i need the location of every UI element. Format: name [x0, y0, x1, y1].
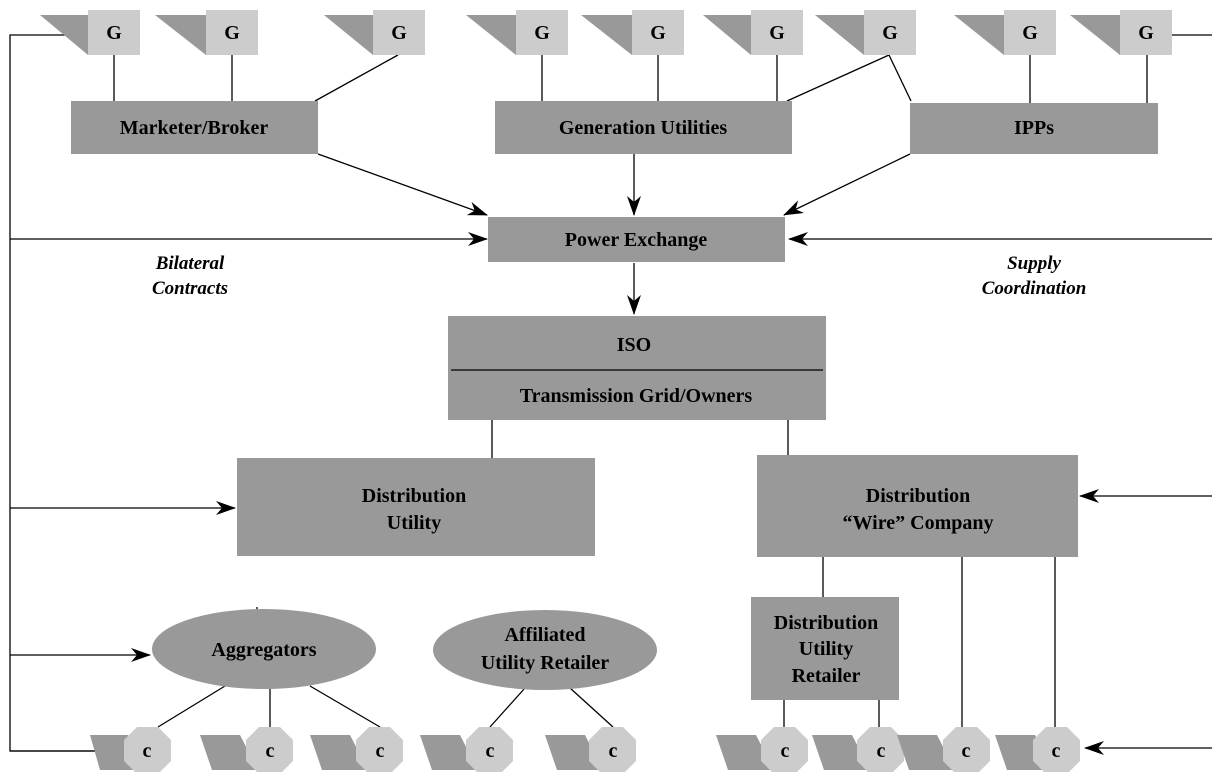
customer: c	[545, 727, 636, 772]
customer: c	[812, 727, 904, 772]
customer: c	[995, 727, 1080, 772]
generator-label: G	[224, 22, 240, 44]
generator: G	[40, 10, 140, 55]
distribution-utility-retailer-box: Distribution Utility Retailer	[751, 597, 899, 700]
ipps-box: IPPs	[910, 103, 1158, 154]
customer-label: c	[609, 740, 618, 762]
boxes: Marketer/Broker Generation Utilities IPP…	[71, 101, 1158, 700]
affiliated-to-customer5-line	[569, 687, 614, 728]
marketer-broker-box: Marketer/Broker	[71, 101, 318, 154]
customer: c	[420, 727, 513, 772]
connector-lines	[9, 34, 1212, 752]
generator-label: G	[882, 22, 898, 44]
affiliated-label-1: Affiliated	[504, 624, 585, 646]
gen3-to-marketer-line	[314, 54, 399, 102]
marketer-broker-label: Marketer/Broker	[120, 117, 269, 139]
distribution-utility-label-2: Utility	[387, 512, 441, 534]
ipps-label: IPPs	[1014, 117, 1054, 139]
generator-label: G	[1138, 22, 1154, 44]
retailer-label-1: Distribution	[774, 612, 878, 634]
gen7-to-ipps-line	[888, 54, 912, 102]
generation-utilities-label: Generation Utilities	[559, 117, 728, 139]
aggregators-to-customer3-line	[309, 685, 381, 728]
affiliated-to-customer4-line	[489, 687, 526, 728]
distribution-utility-label-1: Distribution	[362, 485, 466, 507]
ipps-to-exchange-arrow	[783, 153, 911, 216]
iso-label: ISO	[617, 334, 651, 356]
customer-label: c	[781, 740, 790, 762]
wire-company-box: Distribution “Wire” Company	[757, 455, 1078, 557]
aggregators-to-customer1-line	[157, 685, 226, 728]
customer-label: c	[143, 740, 152, 762]
customer: c	[200, 727, 293, 772]
supply-label-2: Coordination	[982, 278, 1087, 299]
supply-label-1: Supply	[1007, 253, 1061, 274]
transmission-label: Transmission Grid/Owners	[520, 385, 753, 407]
customer: c	[310, 727, 403, 772]
marketer-to-exchange-arrow	[317, 153, 488, 216]
customer-label: c	[877, 740, 886, 762]
wire-company-label-2: “Wire” Company	[843, 512, 994, 534]
generator-label: G	[534, 22, 550, 44]
generator: G	[1070, 10, 1172, 55]
ovals: Aggregators Affiliated Utility Retailer	[152, 609, 657, 690]
aggregators-label: Aggregators	[211, 639, 316, 661]
power-exchange-box: Power Exchange	[488, 217, 785, 262]
customers: c c c c c c c	[90, 727, 1080, 772]
annotations: Bilateral Contracts Supply Coordination	[152, 253, 1086, 299]
generator: G	[324, 10, 425, 55]
gen7-to-generation-line	[786, 54, 890, 102]
generator-label: G	[391, 22, 407, 44]
generator: G	[466, 10, 568, 55]
generator-label: G	[1022, 22, 1038, 44]
customer: c	[897, 727, 990, 772]
retailer-label-3: Retailer	[792, 665, 861, 687]
generator: G	[581, 10, 684, 55]
generator: G	[703, 10, 803, 55]
affiliated-label-2: Utility Retailer	[481, 652, 609, 674]
power-exchange-label: Power Exchange	[565, 229, 708, 251]
generator: G	[155, 10, 258, 55]
arrows	[10, 153, 1212, 758]
customer-label: c	[1052, 740, 1061, 762]
generators: G G G G G G G	[40, 10, 1172, 55]
aggregators-oval: Aggregators	[152, 609, 376, 689]
customer-label: c	[486, 740, 495, 762]
customer-label: c	[962, 740, 971, 762]
generation-utilities-box: Generation Utilities	[495, 101, 792, 154]
bilateral-label-2: Contracts	[152, 278, 228, 299]
customer-label: c	[376, 740, 385, 762]
generator: G	[815, 10, 916, 55]
customer: c	[90, 727, 171, 772]
affiliated-retailer-oval: Affiliated Utility Retailer	[433, 610, 657, 690]
generator-label: G	[650, 22, 666, 44]
retailer-label-2: Utility	[799, 638, 853, 660]
bilateral-label-1: Bilateral	[155, 253, 225, 274]
customer-label: c	[266, 740, 275, 762]
generator-label: G	[106, 22, 122, 44]
generator-label: G	[769, 22, 785, 44]
wire-company-label-1: Distribution	[866, 485, 970, 507]
generator: G	[954, 10, 1056, 55]
distribution-utility-box: Distribution Utility	[237, 458, 595, 556]
iso-box: ISO Transmission Grid/Owners	[448, 316, 826, 420]
customer: c	[716, 727, 808, 772]
